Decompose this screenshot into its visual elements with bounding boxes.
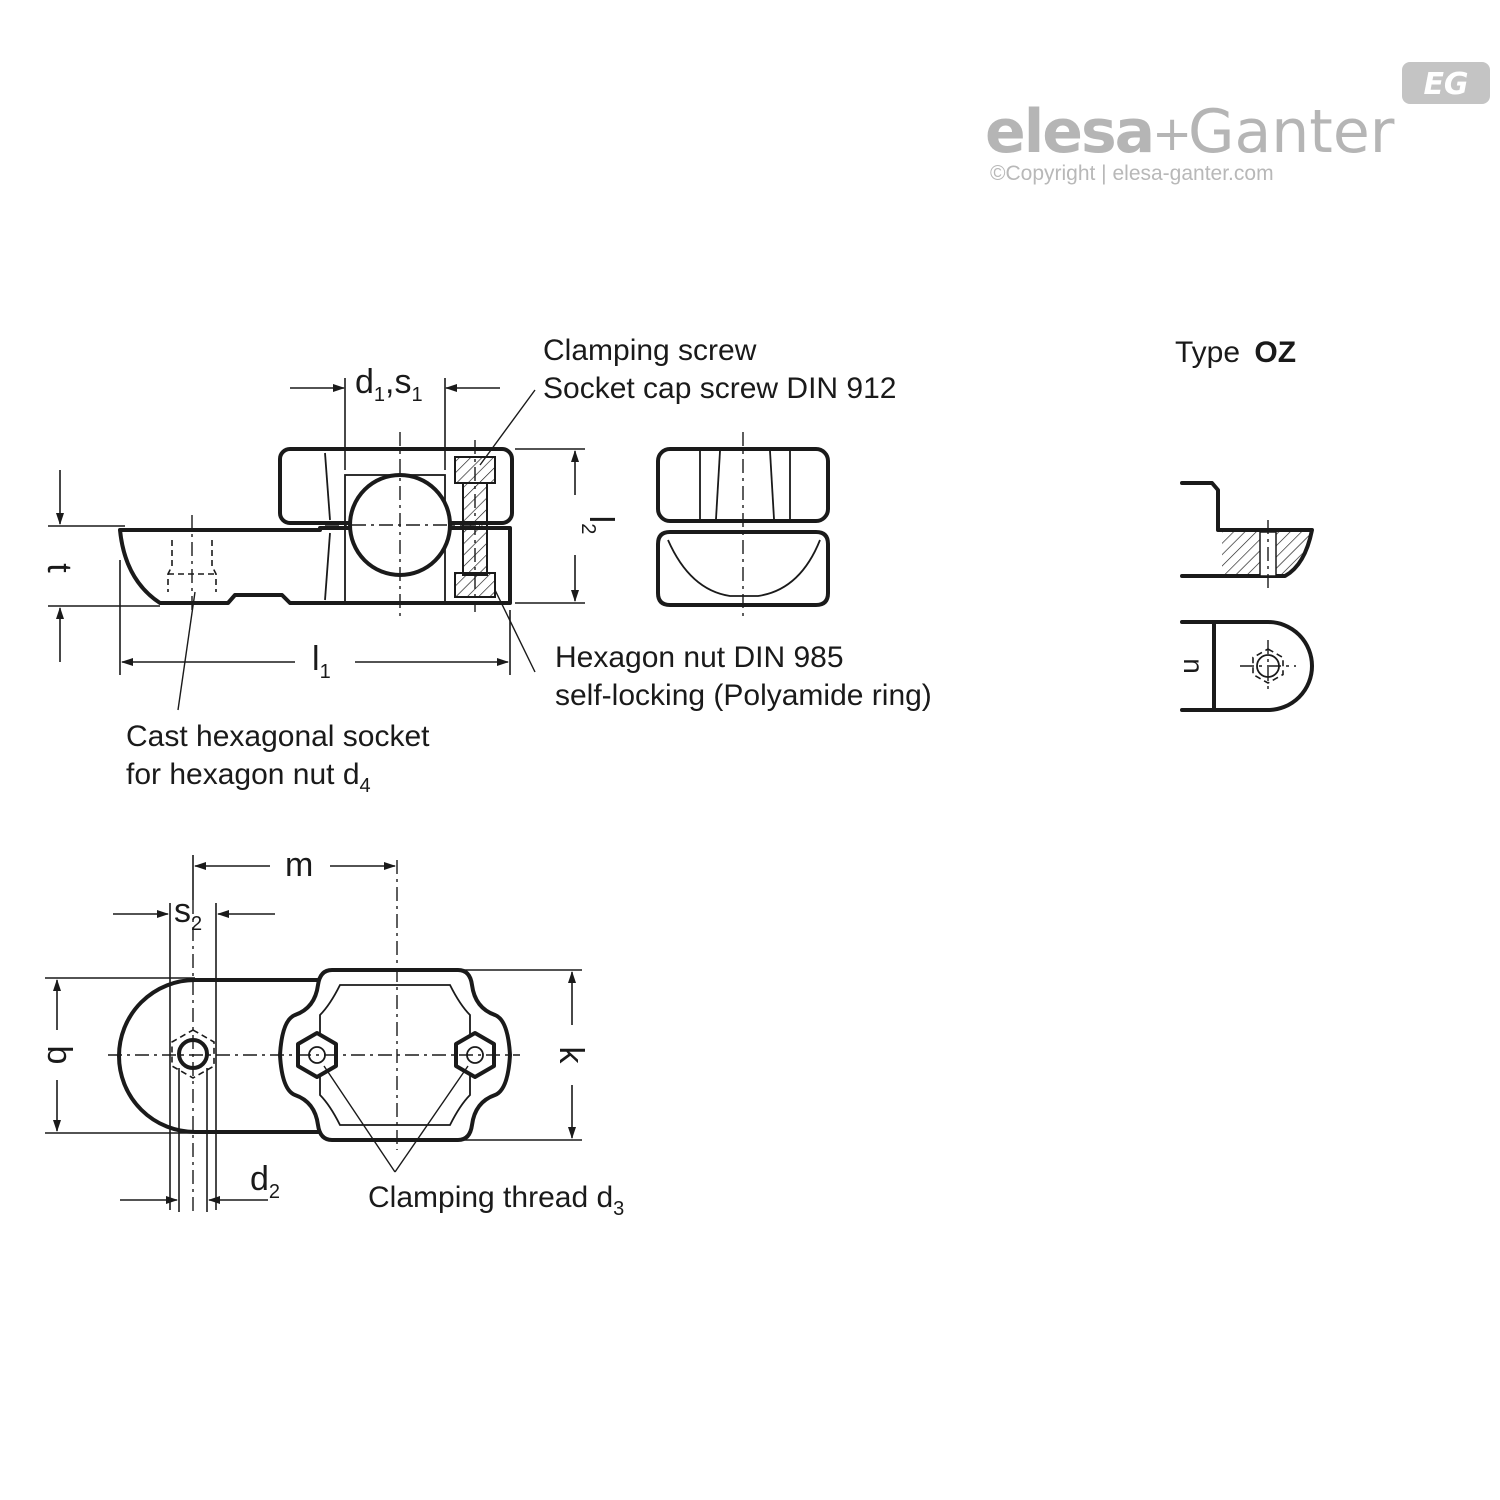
dim-l2: l2 [577,516,620,535]
front-view: d1,s1 l2 t l1 [40,363,620,711]
type-prefix: Type [1175,336,1240,369]
logo-badge-box [1402,62,1490,104]
leader-clamping-thread [323,1065,396,1173]
oz-section-outline [1180,481,1314,578]
draft-line [324,452,331,521]
callout-clamping-thread: Clamping thread d3 [368,1181,624,1220]
side-draft-line [715,450,721,520]
leader-hexagon-nut [494,589,536,673]
plan-inner-relief [319,984,471,1126]
logo-copyright: ©Copyright | elesa-ganter.com [990,162,1274,185]
dim-l1: l1 [312,640,331,683]
dim-n: n [1178,658,1209,674]
callout-clamping-screw-2: Socket cap screw DIN 912 [543,372,896,405]
callout-hex-nut-2: self-locking (Polyamide ring) [555,679,932,712]
callout-hex-nut-1: Hexagon nut DIN 985 [555,641,844,674]
dim-s2: s2 [174,892,202,935]
plan-view: m s2 b k d2 [40,846,590,1215]
type-oz-detail: n [1178,481,1314,712]
logo-brand-right: Ganter [1188,97,1395,167]
side-view [656,432,830,620]
draft-line [324,532,331,601]
leader-clamping-screw [479,389,536,466]
leader-clamping-thread [394,1065,469,1173]
dim-d2: d2 [250,1160,280,1203]
type-label: Type OZ [1175,336,1296,369]
plan-clamp-body [278,968,512,1142]
brand-logo: EG elesa + Ganter ©Copyright | elesa-gan… [985,62,1490,185]
dim-m: m [285,846,313,884]
callout-clamping-screw-1: Clamping screw [543,334,757,367]
base-arm [118,526,512,605]
oz-plan-hex-socket [1252,648,1284,684]
leader-cast-socket [177,591,196,711]
logo-brand-left: elesa [985,97,1153,167]
callout-cast-socket-1: Cast hexagonal socket [126,720,430,753]
dim-t: t [40,563,78,573]
oz-plan-outline [1180,620,1314,712]
side-draft-line [769,450,775,520]
callout-cast-socket-2: for hexagon nut d4 [126,758,371,797]
dim-k: k [552,1047,590,1065]
dim-d1-s1: d1,s1 [355,363,423,406]
dim-b: b [40,1046,78,1065]
plan-hex-socket-hidden [171,1029,215,1079]
logo-badge: EG [1423,67,1468,102]
logo-plus: + [1152,106,1192,162]
side-lower-profile [667,539,821,597]
clamping-nut-right [454,1031,496,1079]
type-code: OZ [1254,336,1296,369]
